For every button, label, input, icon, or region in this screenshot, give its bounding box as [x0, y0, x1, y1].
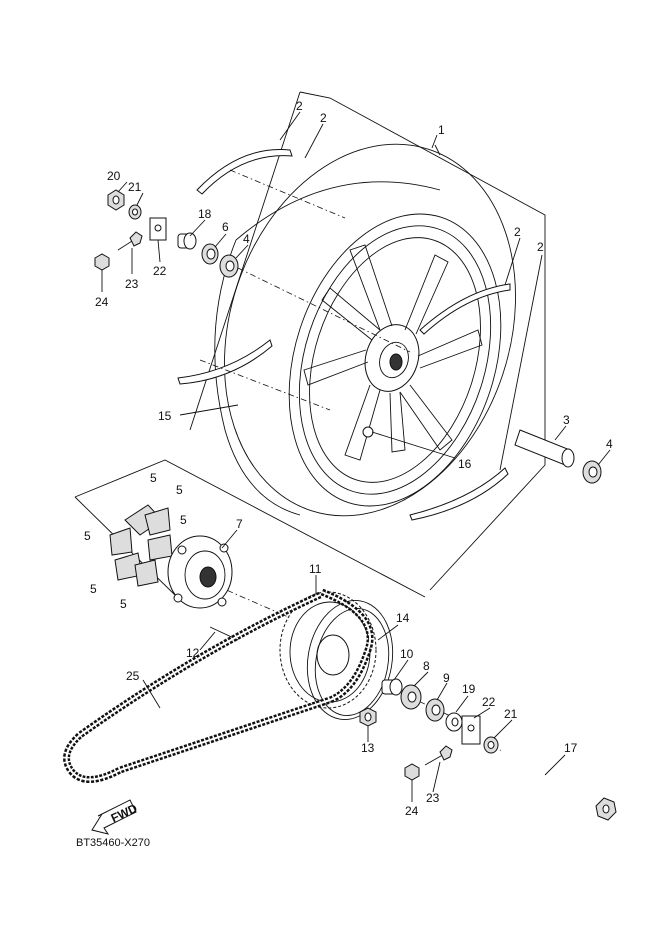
- bearing-4-right: [582, 460, 602, 484]
- label-19: 19: [462, 682, 476, 696]
- label-5-f: 5: [120, 597, 127, 611]
- label-3: 3: [563, 413, 570, 427]
- label-10: 10: [400, 647, 414, 661]
- balance-weights: [177, 149, 511, 521]
- fwd-label: FWD: [109, 801, 140, 825]
- label-22-right: 22: [482, 695, 496, 709]
- rear-tire: [214, 143, 516, 517]
- rear-sprocket-11: [279, 591, 377, 709]
- label-5-c: 5: [180, 513, 187, 527]
- label-5-e: 5: [90, 582, 97, 596]
- label-24-left: 24: [95, 295, 109, 309]
- label-23-left: 23: [125, 277, 139, 291]
- rear-wheel-rim: [288, 213, 502, 507]
- label-1: 1: [438, 123, 445, 137]
- label-15: 15: [158, 409, 172, 423]
- nut-13: [359, 707, 377, 727]
- label-2-a: 2: [296, 99, 303, 113]
- label-11: 11: [309, 562, 322, 576]
- label-7: 7: [236, 517, 243, 531]
- label-16: 16: [458, 457, 472, 471]
- label-2-d: 2: [537, 240, 544, 254]
- drive-chain-25: [63, 588, 374, 783]
- label-25: 25: [126, 669, 140, 683]
- bolt-23-left: [117, 231, 143, 251]
- label-23-right: 23: [426, 791, 440, 805]
- part-labels: 1 2 2 2 2 3 4 4 5 5 5 5 5 5 6 7 8 9 10 1…: [84, 99, 613, 818]
- label-24-right: 24: [405, 804, 419, 818]
- collar-18: [177, 232, 197, 250]
- label-21-right: 21: [504, 707, 518, 721]
- label-22-left: 22: [153, 264, 167, 278]
- label-6: 6: [222, 220, 229, 234]
- chain-guard-14: [306, 600, 394, 720]
- label-2-c: 2: [514, 225, 521, 239]
- label-14: 14: [396, 611, 410, 625]
- label-8: 8: [423, 659, 430, 673]
- bearing-4-left: [219, 254, 239, 278]
- label-9: 9: [443, 671, 450, 685]
- label-4-right: 4: [606, 437, 613, 451]
- label-5-a: 5: [150, 471, 157, 485]
- bearing-8: [400, 684, 422, 710]
- washer-21-left: [128, 204, 142, 220]
- nut-24-right: [404, 763, 420, 781]
- wheel-assembly-bracket: [189, 91, 546, 591]
- label-13: 13: [361, 741, 375, 755]
- label-5-b: 5: [176, 483, 183, 497]
- damper-cluster-5: [109, 504, 173, 587]
- label-12: 12: [186, 646, 200, 660]
- fwd-arrow-icon: FWD: [91, 799, 140, 835]
- label-2-b: 2: [320, 111, 327, 125]
- washer-21-right: [483, 736, 499, 754]
- diagram-code: BT35460-X270: [76, 837, 150, 849]
- bolt-23-right: [424, 745, 453, 766]
- sprocket-hub-7: [167, 535, 233, 609]
- label-20: 20: [107, 169, 121, 183]
- label-5-d: 5: [84, 529, 91, 543]
- chain-adjuster-22-left: [149, 217, 167, 241]
- oil-seal-6: [201, 243, 219, 265]
- collar-10: [381, 678, 403, 696]
- nut-24-left: [94, 253, 110, 271]
- label-21-left: 21: [128, 180, 142, 194]
- wheel-axle-17: [499, 748, 617, 821]
- label-18: 18: [198, 207, 212, 221]
- label-17: 17: [564, 741, 578, 755]
- leader-lines: [101, 111, 611, 802]
- oil-seal-9: [425, 698, 445, 722]
- collar-19: [445, 712, 463, 732]
- axle-collar-3: [514, 429, 575, 468]
- label-4-left: 4: [243, 232, 250, 246]
- nut-20: [107, 189, 125, 211]
- chain-adjuster-22-right: [461, 715, 481, 745]
